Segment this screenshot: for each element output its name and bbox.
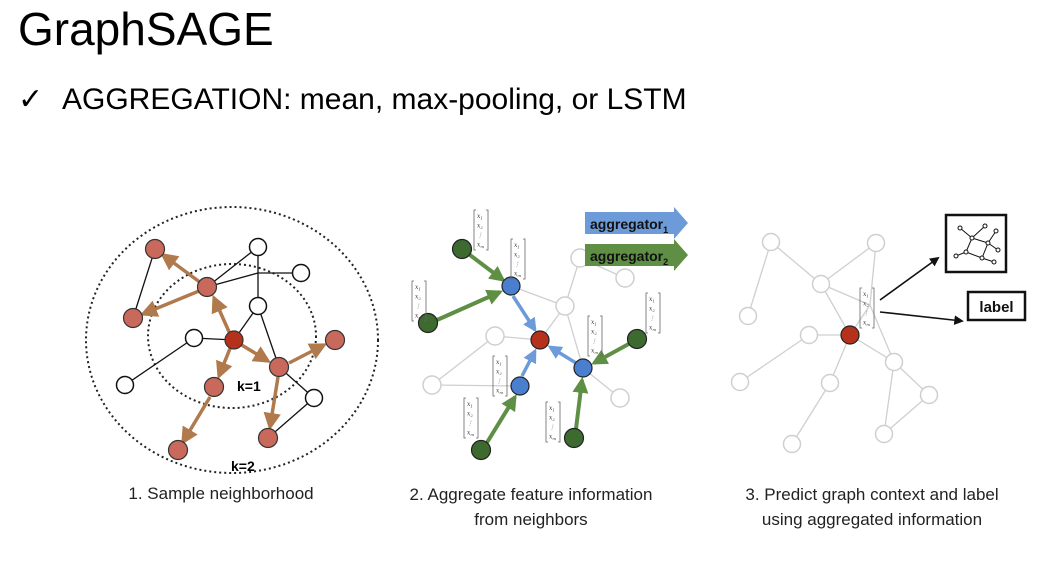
feature-vector: x1 x2⋮ xm: [473, 209, 489, 251]
vector-entry: xm: [649, 325, 656, 333]
vector-entry: x2: [863, 301, 869, 309]
panel3-caption-line2: using aggregated information: [762, 510, 982, 529]
vector-entry: x1: [415, 284, 421, 292]
vector-entry: x1: [514, 242, 520, 250]
panel1-edges: [124, 246, 315, 439]
vector-entry: x1: [496, 359, 502, 367]
vector-entry: x1: [477, 213, 483, 221]
slide-title: GraphSAGE: [18, 3, 274, 55]
vector-entry: xm: [415, 313, 422, 321]
vector-entry: xm: [591, 348, 598, 356]
vector-entry: xm: [477, 242, 484, 250]
vector-entry: x1: [549, 405, 555, 413]
panel3-feature-vector: x1 x2⋮ xm: [859, 287, 875, 329]
label-box: label: [966, 290, 1027, 322]
k1-label: k=1: [237, 378, 261, 394]
vector-entry: x2: [496, 369, 502, 377]
feature-vector: x1 x2⋮ xm: [463, 397, 479, 439]
panel3-gray-edges: [739, 241, 930, 445]
panel2-caption-line1: 2. Aggregate feature information: [410, 485, 653, 504]
vector-entry: x2: [649, 306, 655, 314]
panel1-sample-arrows: [139, 252, 328, 446]
vector-entry: ⋮: [415, 303, 421, 310]
vector-entry: ⋮: [591, 338, 597, 345]
panel2-blue-arrows: [511, 295, 577, 377]
vector-entry: x2: [477, 223, 483, 231]
panel3-caption-line1: 3. Predict graph context and label: [745, 485, 998, 504]
vector-entry: x2: [591, 329, 597, 337]
vector-entry: ⋮: [496, 378, 502, 385]
k2-label: k=2: [231, 458, 255, 474]
vector-entry: x2: [549, 415, 555, 423]
vector-entry: x1: [863, 291, 869, 299]
vector-entry: ⋮: [477, 232, 483, 239]
context-arrow: [879, 256, 940, 301]
panel2-caption-line2: from neighbors: [474, 510, 587, 529]
panel-sample-neighborhood: k=1 k=2 1. Sample neighborhood: [85, 206, 379, 503]
k2-boundary: [85, 206, 379, 474]
feature-vector: x1 x2⋮ xm: [545, 401, 561, 443]
vector-entry: x2: [415, 294, 421, 302]
vector-entry: xm: [496, 388, 503, 396]
vector-entry: ⋮: [467, 420, 473, 427]
panel2-nodes: [417, 238, 648, 461]
vector-entry: x1: [591, 319, 597, 327]
panel1-nodes: [115, 237, 346, 461]
vector-entry: ⋮: [514, 261, 520, 268]
vector-entry: xm: [863, 320, 870, 328]
feature-vector: x1 x2⋮ xm: [411, 280, 427, 322]
k1-boundary: [147, 263, 317, 409]
aggregator2-subscript: 2: [663, 257, 668, 267]
vector-entry: xm: [514, 271, 521, 279]
panel1-caption: 1. Sample neighborhood: [128, 484, 313, 503]
aggregator2-label: aggregator: [590, 248, 664, 264]
panel-predict: x1 x2⋮ xm: [730, 213, 1027, 529]
aggregator-1: aggregator1: [585, 207, 688, 239]
vector-entry: xm: [467, 430, 474, 438]
checkmark-icon: ✓: [18, 83, 44, 116]
target-node: [224, 330, 244, 350]
panel3-nodes: [730, 232, 939, 454]
svg-text:aggregator1: aggregator1: [590, 216, 668, 235]
vector-entry: ⋮: [649, 315, 655, 322]
vector-entry: x1: [467, 401, 473, 409]
vector-entry: x2: [467, 411, 473, 419]
vector-entry: xm: [549, 434, 556, 442]
panel2-green-arrows: [436, 247, 637, 451]
svg-text:aggregator2: aggregator2: [590, 248, 668, 267]
vector-entry: ⋮: [863, 310, 869, 317]
panel2-gray-edges: [431, 257, 626, 399]
feature-vector: x1 x2⋮ xm: [510, 238, 526, 280]
feature-vector: x1 x2⋮ xm: [859, 287, 875, 329]
vector-entry: x1: [649, 296, 655, 304]
vector-entry: ⋮: [549, 424, 555, 431]
panel2-target-node: [530, 330, 550, 350]
vector-entry: x2: [514, 252, 520, 260]
bullet-text: AGGREGATION: mean, max-pooling, or LSTM: [62, 83, 687, 116]
panel3-target-node: [840, 325, 860, 345]
label-box-text: label: [979, 299, 1013, 316]
feature-vector: x1 x2⋮ xm: [587, 315, 603, 357]
aggregator1-subscript: 1: [663, 225, 668, 235]
aggregator1-label: aggregator: [590, 216, 664, 232]
feature-vector: x1 x2⋮ xm: [645, 292, 661, 334]
graph-context-icon: [944, 213, 1008, 274]
label-arrow: [879, 311, 964, 325]
aggregator-2: aggregator2: [585, 239, 688, 271]
feature-vector: x1 x2⋮ xm: [492, 355, 508, 397]
bullet-point: ✓ AGGREGATION: mean, max-pooling, or LSTM: [18, 82, 687, 117]
